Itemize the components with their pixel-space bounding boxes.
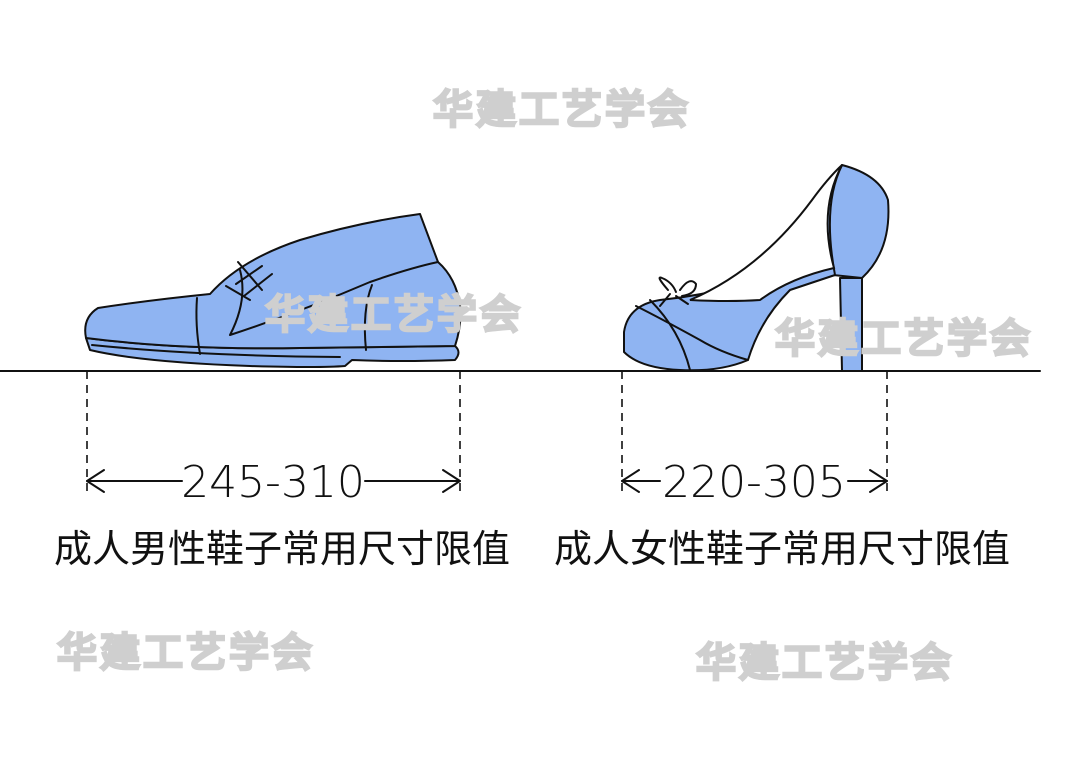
men-dimension-label: 245-310 xyxy=(181,457,365,508)
women-dimension-label: 220-305 xyxy=(662,457,846,508)
watermark-bottom-left: 华建工艺学会 xyxy=(57,630,315,676)
watermark-men-shoe: 华建工艺学会 xyxy=(265,292,523,338)
men-caption: 成人男性鞋子常用尺寸限值 xyxy=(54,527,510,571)
watermark-bottom-right: 华建工艺学会 xyxy=(696,640,954,686)
women-caption: 成人女性鞋子常用尺寸限值 xyxy=(554,527,1010,571)
watermark-top: 华建工艺学会 xyxy=(433,87,691,133)
watermark-women-shoe: 华建工艺学会 xyxy=(775,316,1033,362)
men-shoe-illustration xyxy=(84,213,462,368)
women-shoe-illustration xyxy=(623,164,890,372)
men-dimension: 245-310 xyxy=(86,371,461,508)
women-dimension: 220-305 xyxy=(621,371,888,508)
